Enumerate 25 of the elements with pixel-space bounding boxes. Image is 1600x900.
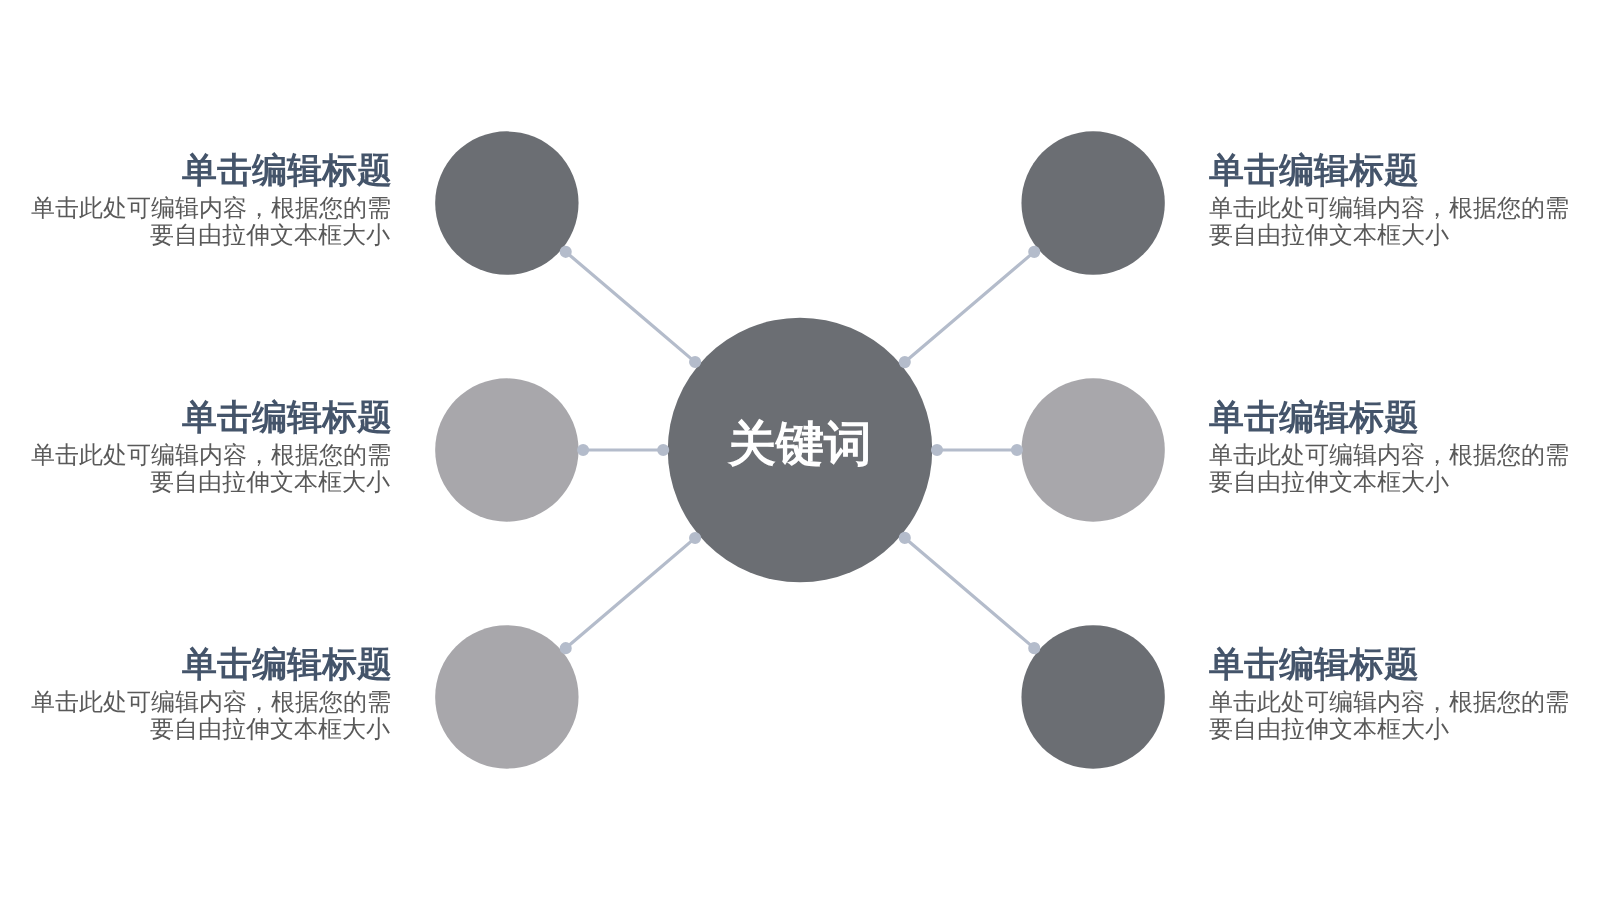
node-circle [435, 378, 579, 522]
node-label: 单击此处可编辑内容，根据您的需要自由拉伸文本框大小 [1209, 193, 1570, 249]
node-label: 单击此处可编辑内容，根据您的需要自由拉伸文本框大小 [30, 687, 391, 743]
node-circle [1021, 625, 1165, 769]
node-circle [1021, 378, 1165, 522]
connector [577, 443, 670, 457]
node-label: 单击此处可编辑内容，根据您的需要自由拉伸文本框大小 [1209, 687, 1570, 743]
node-label: 单击此处可编辑内容，根据您的需要自由拉伸文本框大小 [30, 193, 391, 249]
node-label: 单击此处可编辑内容，根据您的需要自由拉伸文本框大小 [1209, 440, 1570, 496]
connector [930, 443, 1023, 457]
node-label: 单击编辑标题 [1209, 642, 1420, 684]
node-circle [435, 131, 579, 275]
connector [559, 245, 702, 369]
node-circle [435, 625, 579, 769]
node-label: 单击编辑标题 [181, 148, 392, 190]
node-label: 单击编辑标题 [181, 395, 392, 437]
node-label: 单击编辑标题 [1209, 148, 1420, 190]
node-circle [1021, 131, 1165, 275]
node-label: 单击此处可编辑内容，根据您的需要自由拉伸文本框大小 [30, 440, 391, 496]
node-circle: 关键词 [667, 317, 933, 583]
connector [898, 245, 1041, 369]
node-label: 单击编辑标题 [181, 642, 392, 684]
connector [559, 531, 702, 655]
node-label: 单击编辑标题 [1209, 395, 1420, 437]
connector [898, 531, 1041, 655]
